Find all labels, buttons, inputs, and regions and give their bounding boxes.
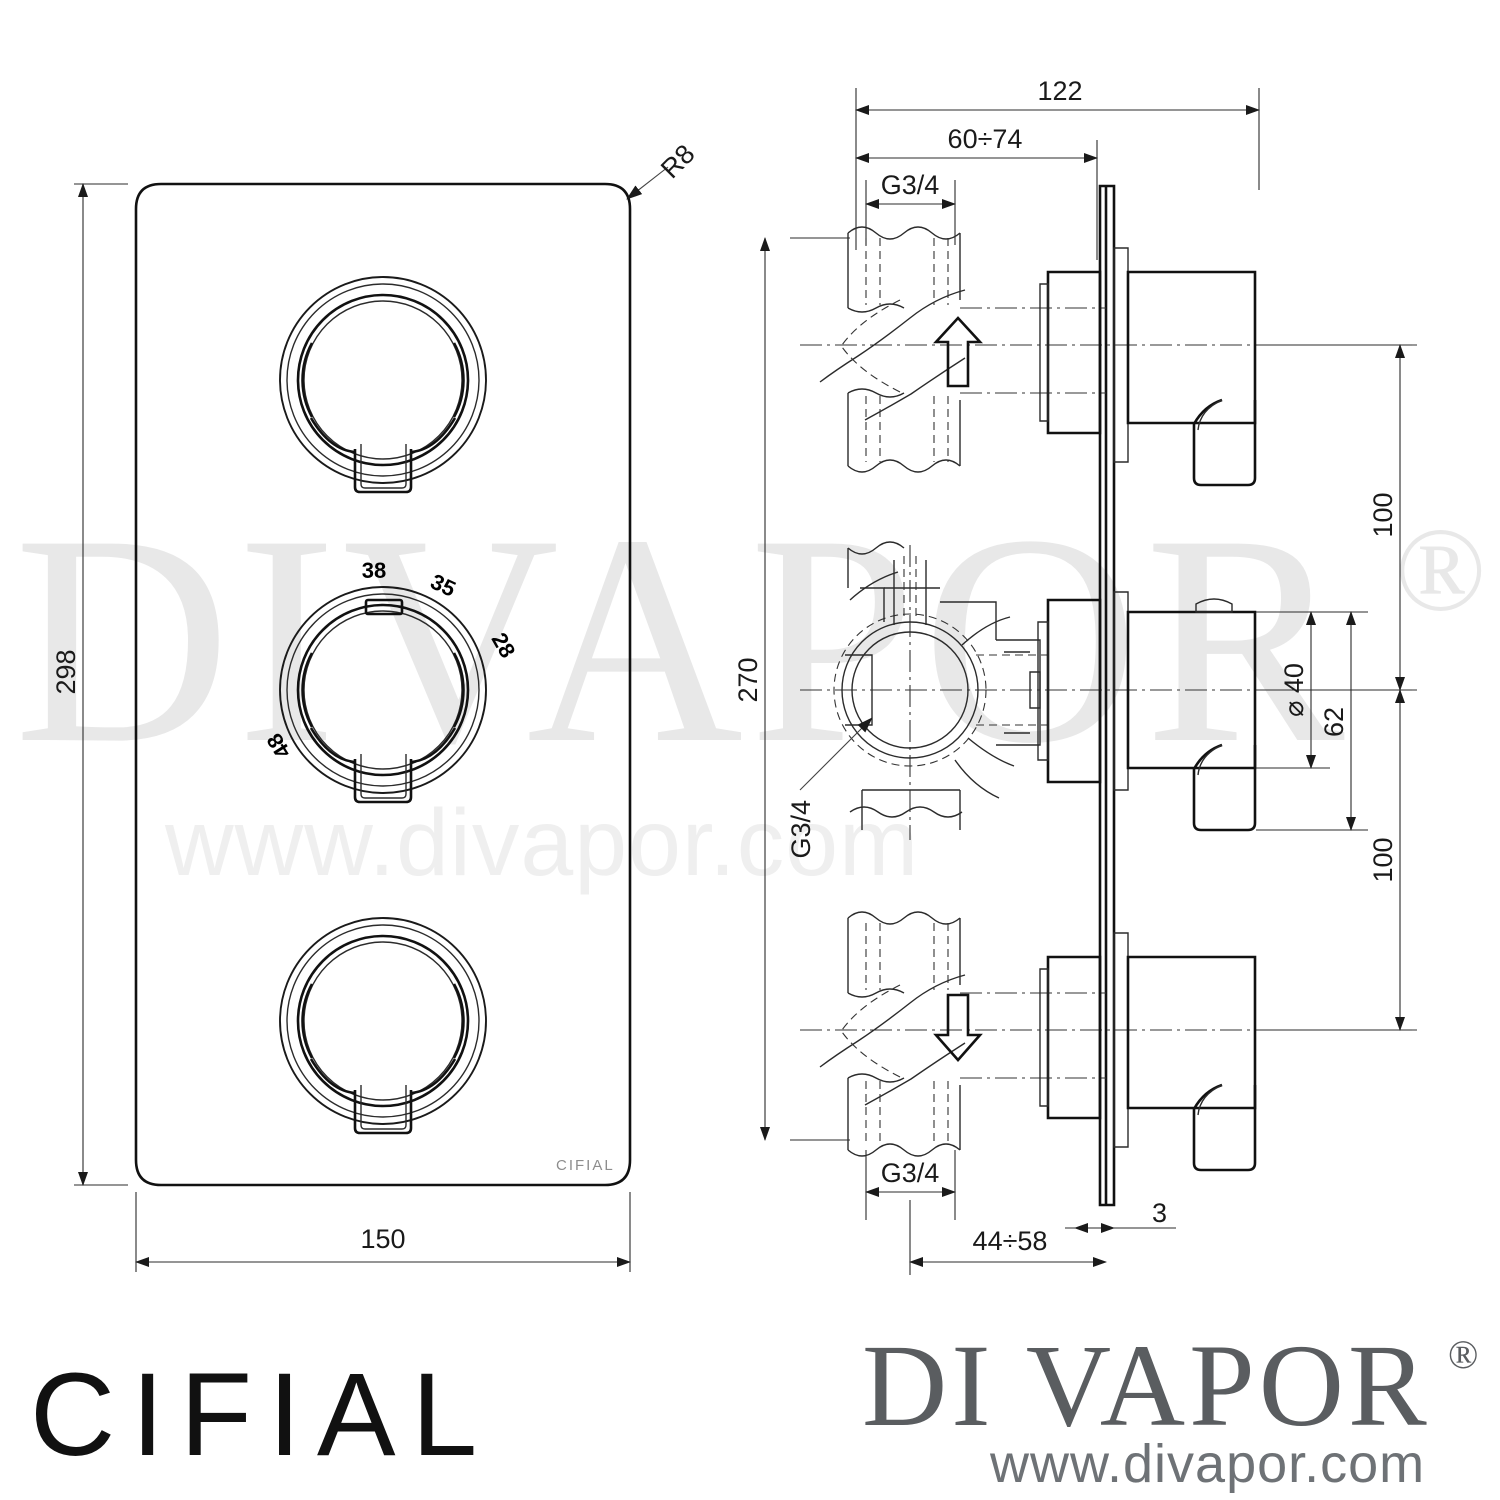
rough-in-range-dimension: 60÷74	[855, 124, 1098, 260]
footer: CIFIAL DI VAPOR ® www.divapor.com	[30, 1320, 1478, 1494]
face-plate-outline	[134, 182, 632, 1187]
spacing-upper-label: 100	[1368, 492, 1398, 537]
height-dimension-label: 298	[51, 649, 81, 694]
overall-height-dimension: 270	[733, 237, 850, 1141]
thread-callout-middle: G3/4	[786, 717, 873, 859]
corner-radius-callout: R8	[626, 139, 701, 200]
divapor-registered-icon: ®	[1448, 1332, 1478, 1377]
height-dimension: 298	[51, 183, 128, 1186]
escutcheon-diameter-dimension: 62	[1256, 611, 1368, 831]
watermark-brand: DIVAPOR	[14, 473, 1351, 805]
bottom-valve-body-section	[800, 911, 1420, 1172]
temp-tick-38: 38	[362, 558, 386, 583]
width-dimension-label: 150	[360, 1224, 405, 1254]
escutcheon-diameter-label: 62	[1319, 707, 1349, 737]
watermark: DIVAPOR ® www.divapor.com	[14, 473, 1486, 896]
thread-label-middle: G3/4	[786, 800, 816, 859]
side-view: 122 60÷74 G3/4 270	[733, 76, 1420, 1275]
thermostatic-temperature-handle[interactable]	[279, 586, 487, 804]
middle-valve-body-section: G3/4	[786, 541, 1420, 859]
rough-in-range-label: 60÷74	[948, 124, 1023, 154]
lower-flow-handle[interactable]	[279, 917, 487, 1135]
cifial-logo: CIFIAL	[30, 1349, 493, 1481]
thread-label-top: G3/4	[881, 170, 940, 200]
outlet-flow-arrow-down	[933, 993, 983, 1062]
overall-height-label: 270	[733, 657, 763, 702]
plate-thickness-label: 3	[1152, 1198, 1167, 1228]
wall-range-label: 44÷58	[973, 1226, 1048, 1256]
watermark-url: www.divapor.com	[164, 790, 919, 896]
wall-range-dimension: 44÷58	[909, 1200, 1107, 1275]
top-valve-body-section	[800, 226, 1420, 487]
thread-label-bottom: G3/4	[881, 1158, 940, 1188]
handle-spacing-dimensions: 100 100	[1260, 344, 1412, 1031]
divapor-url: www.divapor.com	[989, 1434, 1425, 1494]
plate-brand-label: CIFIAL	[556, 1157, 615, 1174]
thread-dimension-bottom: G3/4	[865, 1150, 956, 1220]
handle-diameter-dimension: ⌀ 40	[1256, 611, 1330, 769]
upper-diverter-handle[interactable]	[279, 276, 487, 494]
thread-dimension-top: G3/4	[865, 170, 956, 245]
handle-diameter-label: ⌀ 40	[1279, 663, 1309, 717]
overall-depth-dimension: 122	[855, 76, 1260, 250]
inlet-flow-arrow-up	[933, 316, 983, 388]
divapor-logo: DI VAPOR	[862, 1320, 1431, 1451]
plate-thickness-dimension: 3	[1065, 1198, 1176, 1233]
spacing-lower-label: 100	[1368, 837, 1398, 882]
width-dimension: 150	[135, 1192, 631, 1272]
watermark-registered-icon: ®	[1395, 503, 1486, 636]
corner-radius-label: R8	[655, 139, 701, 185]
overall-depth-label: 122	[1037, 76, 1082, 106]
